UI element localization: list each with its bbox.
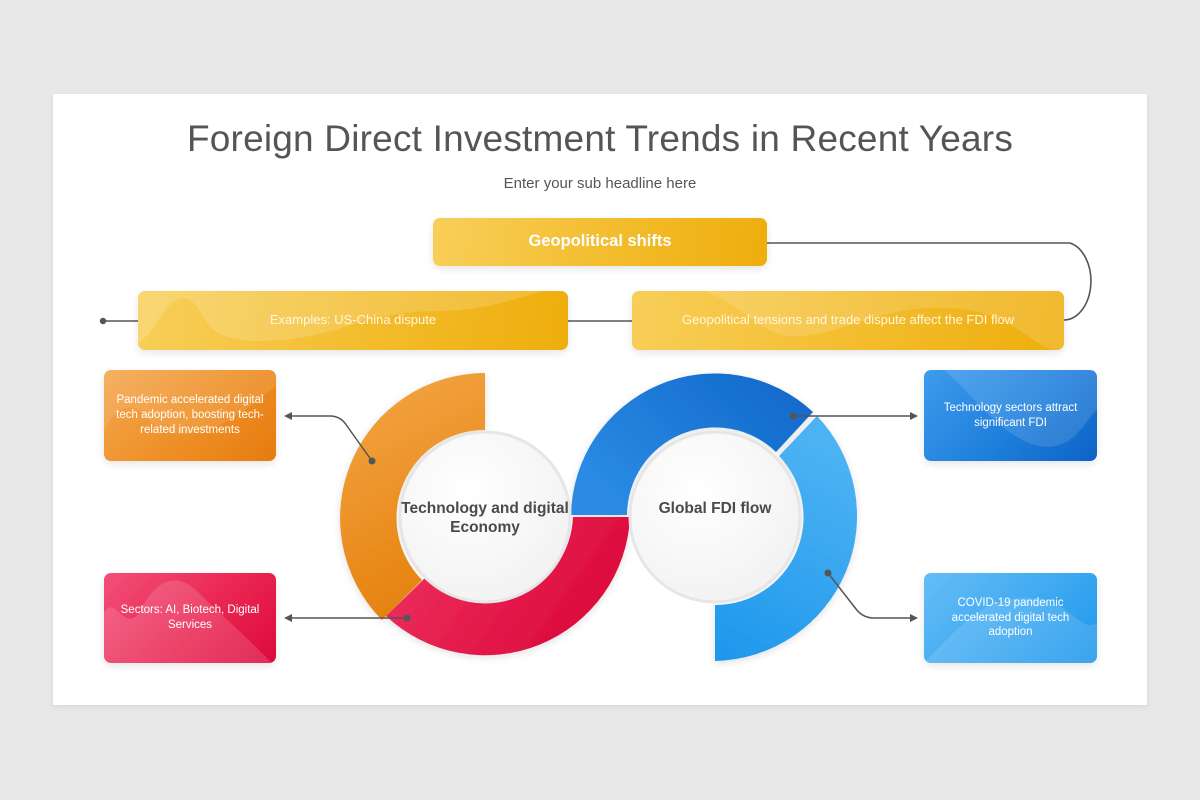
callout-label: Sectors: AI, Biotech, Digital Services	[120, 604, 260, 631]
right-ring-label: Global FDI flow	[658, 500, 772, 517]
connector-orange-callout	[284, 412, 373, 462]
wave-decoration	[104, 370, 276, 461]
connector-dot-left-end	[99, 317, 107, 325]
wave-decoration	[104, 580, 272, 663]
callout-tech-sectors-fdi: Technology sectors attract significant F…	[924, 370, 1097, 461]
left-ring-label: Technology and digital Economy	[401, 500, 569, 537]
connector-light-blue-callout	[827, 572, 918, 622]
connector-dot-orange	[368, 457, 376, 465]
right-box-geopolitical-tensions: Geopolitical tensions and trade dispute …	[632, 291, 1064, 350]
ring-segment-orange	[340, 373, 485, 620]
header-box-label: Geopolitical shifts	[528, 232, 672, 251]
slide-title: Foreign Direct Investment Trends in Rece…	[186, 118, 1014, 159]
callout-covid-digital-adoption: COVID-19 pandemic accelerated digital te…	[924, 573, 1097, 663]
wave-decoration	[702, 291, 1064, 350]
ring-segment-light-blue	[715, 416, 858, 661]
callout-label: Technology sectors attract significant F…	[943, 401, 1078, 429]
callout-label: Pandemic accelerated digital tech adopti…	[116, 394, 264, 436]
header-box-geopolitical-shifts: Geopolitical shifts	[433, 218, 767, 266]
left-box-label: Examples: US-China dispute	[269, 312, 437, 328]
wave-decoration	[138, 291, 544, 350]
right-ring-center	[628, 430, 802, 604]
left-box-examples: Examples: US-China dispute	[138, 291, 568, 350]
connector-dot-red	[403, 614, 411, 622]
callout-pandemic-tech-adoption: Pandemic accelerated digital tech adopti…	[104, 370, 276, 461]
ring-segment-dark-blue	[571, 373, 813, 515]
connector-dot-light-blue	[824, 569, 832, 577]
connector-header-to-right-box	[767, 242, 1092, 321]
right-box-label: Geopolitical tensions and trade dispute …	[681, 312, 1015, 328]
callout-label: COVID-19 pandemic accelerated digital te…	[951, 596, 1070, 639]
ring-segment-red	[386, 517, 630, 656]
left-ring-center	[398, 430, 572, 604]
wave-decoration	[924, 597, 1097, 663]
callout-sectors: Sectors: AI, Biotech, Digital Services	[104, 573, 276, 663]
slide-subtitle: Enter your sub headline here	[503, 175, 697, 192]
connector-dot-dark-blue	[789, 412, 797, 420]
wave-decoration	[944, 370, 1097, 447]
